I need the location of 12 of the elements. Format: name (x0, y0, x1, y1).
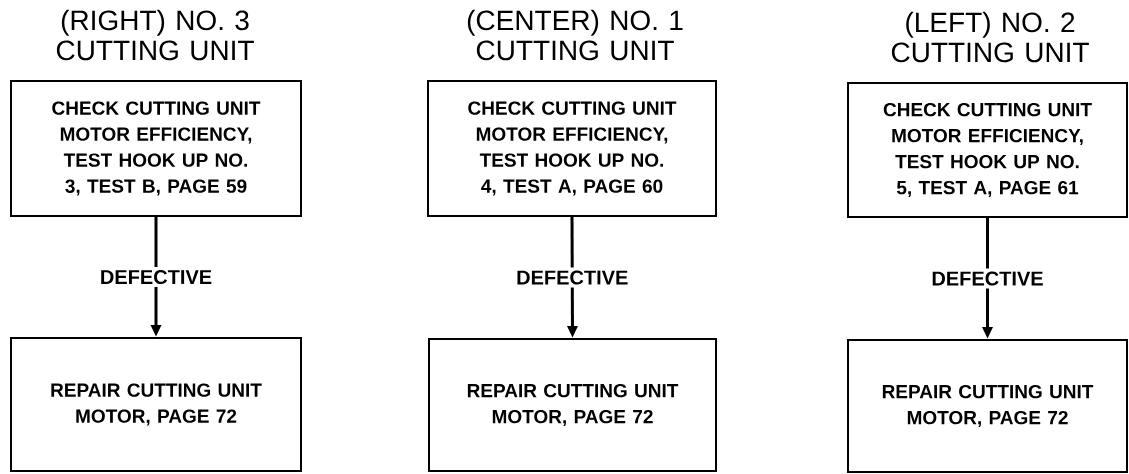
heading: (LEFT) NO. 2 CUTTING UNIT (891, 11, 1089, 63)
process-box: CHECK CUTTING UNIT MOTOR EFFICIENCY, TEST HOOK UP NO. 5, TEST A, PAGE 61 (847, 82, 1128, 218)
process-box: REPAIR CUTTING UNIT MOTOR, PAGE 72 (428, 338, 717, 472)
process-box: CHECK CUTTING UNIT MOTOR EFFICIENCY, TEST HOOK UP NO. 3, TEST B, PAGE 59 (10, 80, 302, 217)
process-box: CHECK CUTTING UNIT MOTOR EFFICIENCY, TEST HOOK UP NO. 4, TEST A, PAGE 60 (427, 80, 717, 217)
edge-label: DEFECTIVE (96, 266, 216, 288)
heading: (RIGHT) NO. 3 CUTTING UNIT (56, 9, 254, 61)
edge-label: DEFECTIVE (928, 268, 1047, 289)
process-box: REPAIR CUTTING UNIT MOTOR, PAGE 72 (10, 337, 302, 472)
edge-label: DEFECTIVE (513, 267, 632, 288)
heading: (CENTER) NO. 1 CUTTING UNIT (467, 9, 683, 61)
process-box: REPAIR CUTTING UNIT MOTOR, PAGE 72 (847, 339, 1128, 473)
